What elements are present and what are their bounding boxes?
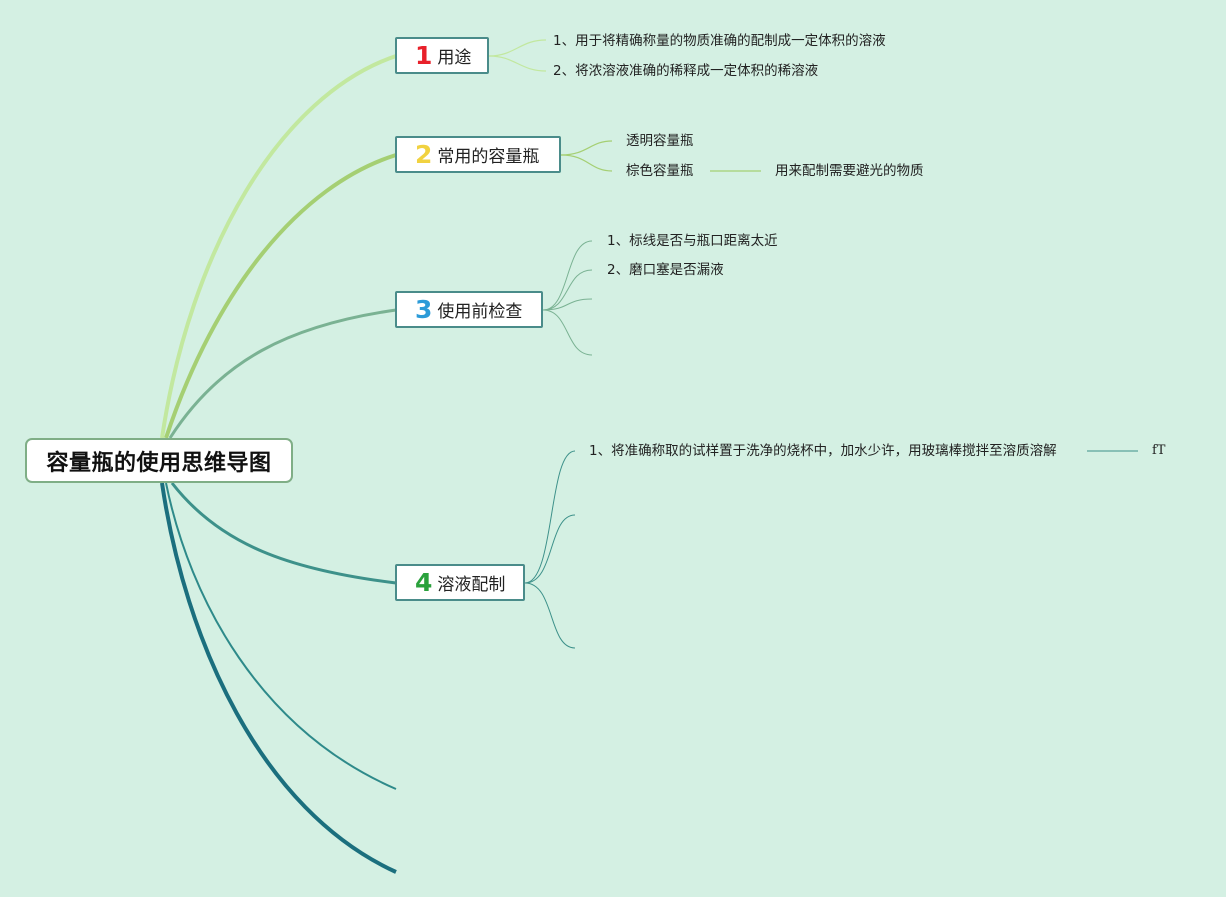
subtopic-brown-flask[interactable]: 棕色容量瓶 [626,163,694,179]
number-4-icon: 4 [415,568,433,597]
topic2-child2-line [560,154,613,172]
branch-6-line [160,482,397,874]
branch-4-line [170,482,397,585]
subtopic-usage-2[interactable]: 2、将浓溶液准确的稀释成一定体积的稀溶液 [553,63,819,79]
topic-label: 常用的容量瓶 [437,147,540,167]
topic1-child1-line [488,39,547,57]
topic3-child1-line [542,240,593,311]
topic3-child4-line [542,309,593,356]
topic2-child1-line [560,140,613,156]
topic-label: 溶液配制 [437,575,506,595]
subtopic-precheck-1[interactable]: 1、标线是否与瓶口距离太近 [607,233,778,249]
root-title: 容量瓶的使用思维导图 [46,450,272,476]
topic-common-flasks[interactable]: 2 常用的容量瓶 [395,136,561,173]
subtopic-precheck-2[interactable]: 2、磨口塞是否漏液 [607,262,724,278]
number-3-icon: 3 [415,295,433,324]
topic4-child1-line [524,450,576,584]
topic-solution-prep[interactable]: 4 溶液配制 [395,564,525,601]
topic-usage[interactable]: 1 用途 [395,37,489,74]
branch-1-line [160,54,397,439]
branch-2-line [164,153,397,439]
topic-precheck[interactable]: 3 使用前检查 [395,291,543,328]
topic-label: 用途 [437,48,472,68]
topic3-child2-line [542,269,593,311]
subtopic-clear-flask[interactable]: 透明容量瓶 [626,133,694,149]
subtopic-solution-prep-1[interactable]: 1、将准确称取的试样置于洗净的烧杯中，加水少许，用玻璃棒搅拌至溶质溶解 [589,443,1057,459]
topic1-child2-line [488,55,547,72]
subtopic-solution-prep-note[interactable]: fT [1152,443,1166,458]
subtopic-brown-flask-note[interactable]: 用来配制需要避光的物质 [775,163,924,179]
number-1-icon: 1 [415,41,433,70]
topic4-child3-line [524,582,576,649]
branch-3-line [168,308,397,439]
root-topic[interactable]: 容量瓶的使用思维导图 [25,438,293,483]
number-2-icon: 2 [415,140,433,169]
branch-5-line [165,482,397,790]
topic3-child3-line [542,298,593,311]
subtopic-usage-1[interactable]: 1、用于将精确称量的物质准确的配制成一定体积的溶液 [553,33,886,49]
topic4-child2-line [524,514,576,584]
topic-label: 使用前检查 [437,302,523,322]
